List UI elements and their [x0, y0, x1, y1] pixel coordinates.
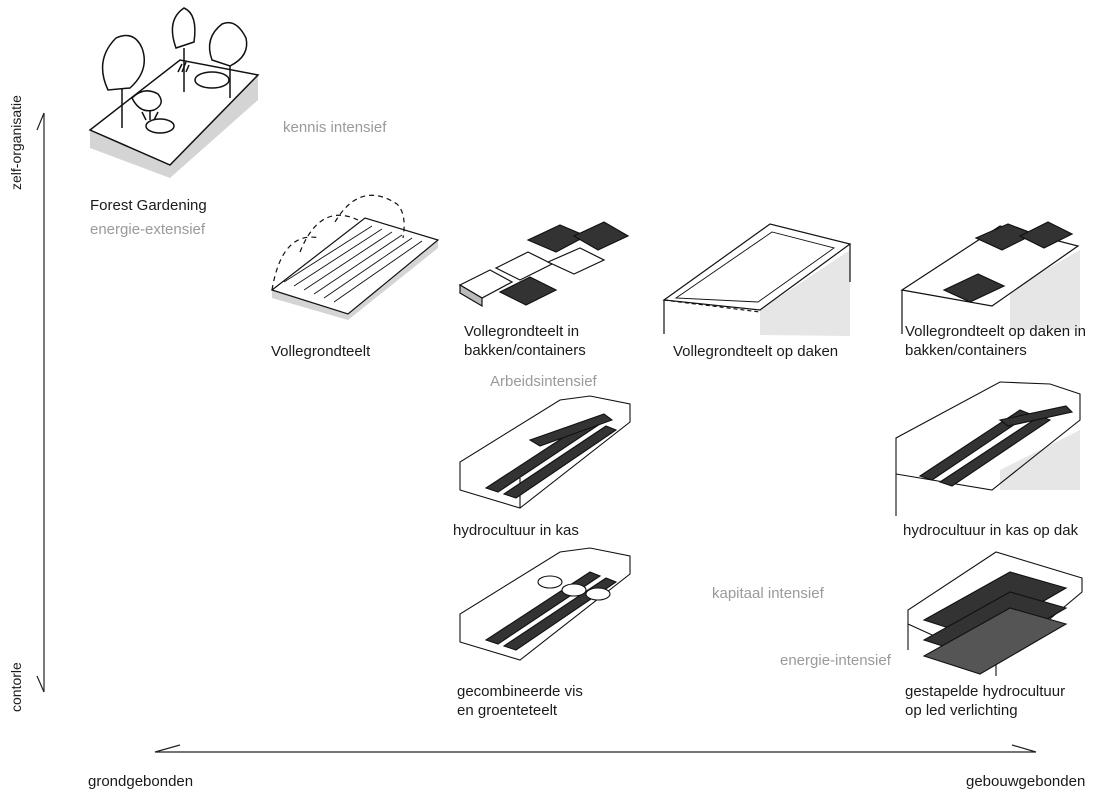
caption-bakken-line1: Vollegrondteelt in — [464, 323, 580, 340]
daken-bakken-illustration — [900, 221, 1080, 334]
caption-bakken-line2: bakken/containers — [464, 342, 586, 359]
caption-daken-bakken-line2: bakken/containers — [905, 342, 1027, 359]
kas-dak-illustration — [895, 381, 1081, 516]
axis-label-grondgebonden: grondgebonden — [88, 773, 194, 790]
vertical-axis — [36, 112, 45, 693]
caption-daken: Vollegrondteelt op daken — [673, 343, 839, 360]
caption-hydrocultuur-kas-dak: hydrocultuur in kas op dak — [903, 522, 1079, 539]
daken-illustration — [662, 223, 852, 336]
annotation-arbeidsintensief: Arbeidsintensief — [490, 373, 597, 390]
annotation-kennis-intensief: kennis intensief — [283, 119, 387, 136]
vis-groente-illustration — [459, 547, 631, 661]
gestapeld-illustration — [907, 551, 1083, 676]
horizontal-axis — [154, 744, 1037, 753]
caption-vis-line2: en groenteteelt — [457, 702, 558, 719]
vollegrondteelt-illustration — [270, 194, 440, 320]
annotation-kapitaal-intensief: kapitaal intensief — [712, 585, 824, 602]
forest-gardening-illustration — [88, 7, 260, 178]
caption-vollegrondteelt: Vollegrondteelt — [271, 343, 371, 360]
caption-daken-bakken-line1: Vollegrondteelt op daken in — [905, 323, 1086, 340]
caption-forest-gardening: Forest Gardening — [90, 197, 207, 214]
bakken-illustration — [458, 221, 630, 308]
axis-label-gebouwgebonden: gebouwgebonden — [966, 773, 1086, 790]
axis-label-zelf-organisatie: zelf-organisatie — [8, 95, 24, 190]
axis-label-contorle: contorle — [8, 662, 24, 712]
annotation-energie-extensief: energie-extensief — [90, 221, 206, 238]
kas-illustration — [459, 395, 631, 509]
caption-gestapeld-line1: gestapelde hydrocultuur — [905, 683, 1066, 700]
caption-hydrocultuur-kas: hydrocultuur in kas — [453, 522, 579, 539]
caption-vis-line1: gecombineerde vis — [457, 683, 583, 700]
annotation-energie-intensief: energie-intensief — [780, 652, 891, 669]
caption-gestapeld-line2: op led verlichting — [905, 702, 1018, 719]
